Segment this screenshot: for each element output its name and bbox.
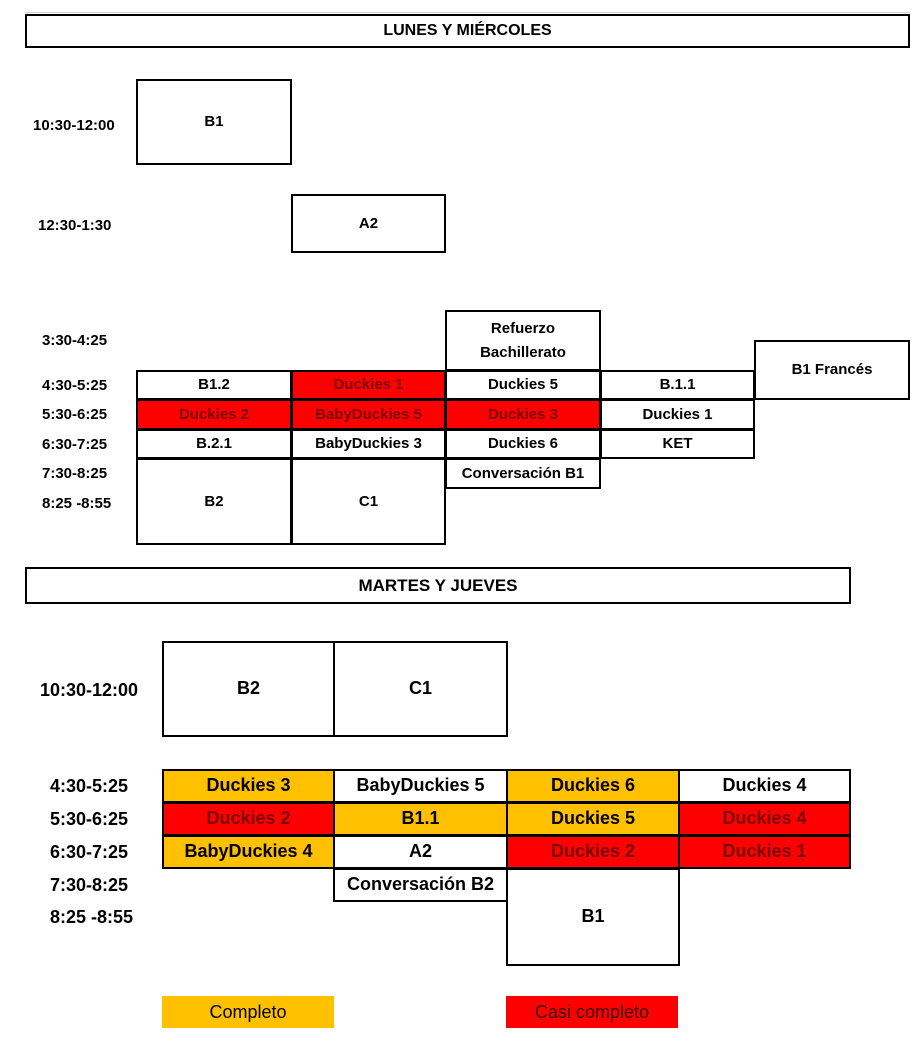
time-label: 10:30-12:00 (40, 679, 139, 700)
time-label: 6:30-7:25 (50, 842, 129, 862)
class-cell: B2 (136, 458, 292, 545)
class-cell-completo: B1.1 (333, 802, 508, 836)
class-cell-completo: BabyDuckies 4 (162, 835, 335, 869)
time-label: 10:30-12:00 (33, 116, 115, 134)
legend-completo: Completo (162, 996, 334, 1028)
time-label: 12:30-1:30 (38, 216, 112, 234)
time-label: 4:30-5:25 (50, 776, 129, 796)
time-label: 5:30-6:25 (42, 405, 108, 423)
class-cell: A2 (333, 835, 508, 869)
class-cell: BabyDuckies 5 (333, 769, 508, 803)
class-cell-casi-completo: Duckies 2 (136, 399, 292, 430)
time-label: 7:30-8:25 (50, 875, 129, 895)
class-cell: B1.2 (136, 370, 292, 400)
class-cell: B1 Francés (754, 340, 910, 400)
time-label: 6:30-7:25 (42, 435, 108, 453)
time-label: 4:30-5:25 (42, 376, 108, 394)
class-cell: Duckies 4 (678, 769, 851, 803)
class-cell: Duckies 5 (445, 370, 601, 400)
class-cell-casi-completo: Duckies 3 (445, 399, 601, 430)
time-label: 8:25 -8:55 (42, 494, 112, 512)
class-cell-casi-completo: BabyDuckies 5 (291, 399, 446, 430)
sheet-gridline (25, 12, 910, 13)
class-cell: B2 (162, 641, 335, 737)
class-cell-completo: Duckies 5 (506, 802, 680, 836)
class-cell-line: Refuerzo (490, 319, 556, 337)
class-cell-casi-completo: Duckies 1 (678, 835, 851, 869)
class-cell: Conversación B2 (333, 868, 508, 902)
legend-casi-completo: Casi completo (506, 996, 678, 1028)
class-cell: B.2.1 (136, 429, 292, 459)
class-cell-casi-completo: Duckies 4 (678, 802, 851, 836)
time-label: 7:30-8:25 (42, 464, 108, 482)
class-cell: B1 (506, 868, 680, 966)
class-cell: BabyDuckies 3 (291, 429, 446, 459)
class-cell: B1 (136, 79, 292, 165)
class-cell-completo: Duckies 3 (162, 769, 335, 803)
section-title-martes-jueves: MARTES Y JUEVES (25, 567, 851, 604)
class-cell-casi-completo: Duckies 2 (506, 835, 680, 869)
class-cell: Conversación B1 (445, 458, 601, 489)
class-cell-refuerzo-bachillerato: Refuerzo Bachillerato (445, 310, 601, 371)
class-cell-line: Bachillerato (480, 343, 566, 361)
class-cell: B.1.1 (600, 370, 755, 400)
class-cell: Duckies 6 (445, 429, 601, 459)
class-cell: C1 (291, 458, 446, 545)
time-label: 5:30-6:25 (50, 809, 129, 829)
class-cell-casi-completo: Duckies 1 (291, 370, 446, 400)
class-cell: KET (600, 429, 755, 459)
class-cell: Duckies 1 (600, 399, 755, 430)
class-cell-completo: Duckies 6 (506, 769, 680, 803)
section-title-lunes-miercoles: LUNES Y MIÉRCOLES (25, 14, 910, 48)
time-label: 8:25 -8:55 (50, 907, 134, 927)
class-cell: A2 (291, 194, 446, 253)
time-label: 3:30-4:25 (42, 331, 108, 349)
class-cell-casi-completo: Duckies 2 (162, 802, 335, 836)
class-cell: C1 (333, 641, 508, 737)
